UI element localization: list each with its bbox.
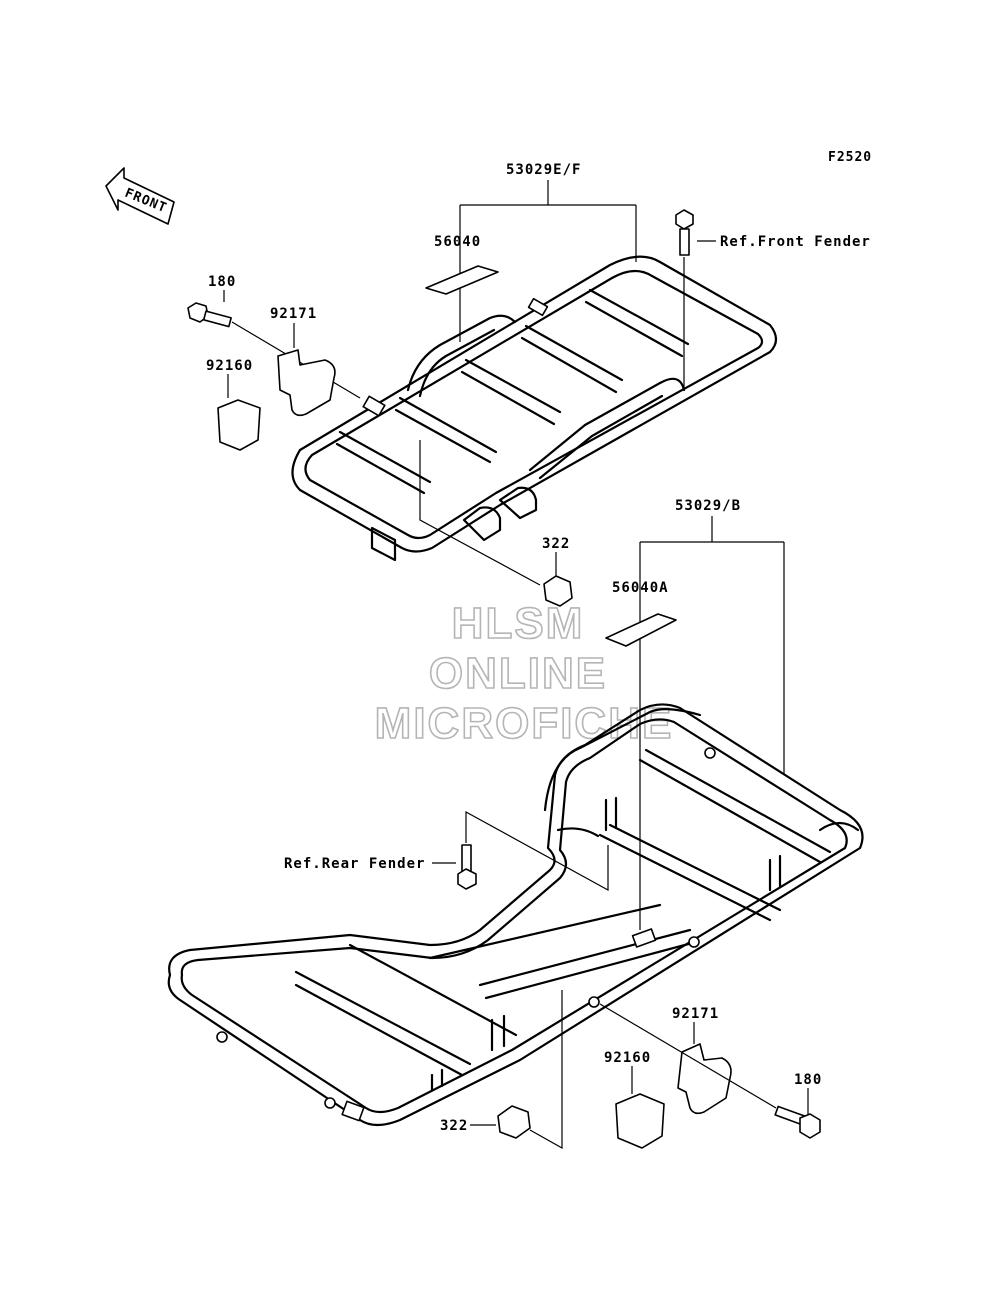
label-front-damper: 92160	[206, 358, 253, 374]
rear-damper-icon	[615, 1093, 665, 1149]
front-nut-icon	[543, 575, 573, 607]
label-rear-mat: 56040A	[612, 580, 669, 596]
leader-rear-nut-line	[529, 990, 563, 1150]
watermark-line-3: MICROFICHE	[375, 699, 674, 748]
front-carrier-drawing	[291, 255, 778, 562]
label-rear-nut: 322	[440, 1118, 468, 1134]
label-rear-damper: 92160	[604, 1050, 651, 1066]
label-front-bracket: 92171	[270, 306, 317, 322]
front-arrow-icon: FRONT	[105, 167, 175, 225]
watermark: HLSM ONLINE MICROFICHE	[374, 598, 674, 749]
rear-bolt-icon	[774, 1105, 821, 1139]
label-rear-bolt: 180	[794, 1072, 822, 1088]
leader-rear-bolt-up	[465, 810, 609, 892]
label-rear-carrier: 53029/B	[675, 498, 741, 514]
label-ref-front-fender: Ref.Front Fender	[720, 234, 871, 250]
leader-front-nut-line	[419, 440, 541, 586]
rear-carrier-drawing	[167, 703, 864, 1127]
front-damper-icon	[217, 399, 261, 451]
front-mat-decal	[425, 265, 499, 295]
rear-fender-bolt-icon	[457, 844, 477, 890]
label-front-mat: 56040	[434, 234, 481, 250]
label-front-nut: 322	[542, 536, 570, 552]
rear-bracket-icon	[677, 1043, 732, 1115]
leader-rear-carrier	[639, 516, 785, 930]
rear-mat-decal	[605, 613, 677, 647]
watermark-line-2: ONLINE	[429, 649, 607, 698]
leader-front-carrier	[459, 180, 637, 342]
leader-rear-bolt-line	[599, 1003, 777, 1109]
front-bracket-icon	[277, 349, 336, 417]
figure-code: F2520	[828, 150, 872, 165]
front-bolt-icon	[187, 302, 232, 328]
front-fender-bolt-icon	[675, 209, 694, 256]
rear-nut-icon	[497, 1105, 531, 1139]
label-rear-bracket: 92171	[672, 1006, 719, 1022]
label-front-bolt: 180	[208, 274, 236, 290]
label-front-carrier: 53029E/F	[506, 162, 581, 178]
label-ref-rear-fender: Ref.Rear Fender	[284, 856, 425, 872]
watermark-line-1: HLSM	[452, 599, 585, 648]
